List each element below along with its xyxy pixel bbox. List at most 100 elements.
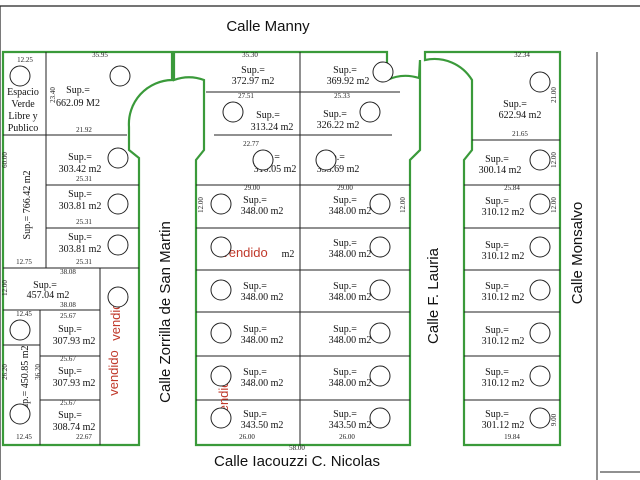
tree-circle [252, 149, 274, 171]
lot-area: 307.93 m2 [53, 336, 96, 347]
dimension-label: 22.77 [243, 140, 259, 148]
tree-circle [210, 365, 232, 387]
dimension-label: 36.20 [34, 364, 42, 380]
green-space-label-3: Libre y [8, 111, 37, 122]
tree-circle [369, 407, 391, 429]
lot-area: 457.04 m2 [27, 290, 70, 301]
dimension-label: 25.31 [76, 218, 92, 226]
dimension-label: 22.67 [76, 433, 92, 441]
street-right: Calle Monsalvo [569, 202, 586, 305]
lot-area: 333.69 m2 [317, 164, 360, 175]
dimension-label: 25.31 [76, 175, 92, 183]
lot-area: 310.12 m2 [482, 292, 525, 303]
dimension-label: 25.31 [76, 258, 92, 266]
lot-area: 343.50 m2 [329, 420, 372, 431]
dimension-label: 19.84 [504, 433, 520, 441]
lot-area: 310.05 m2 [254, 164, 297, 175]
lot-sup: Sup.= [241, 65, 265, 76]
dimension-label: 21.00 [550, 87, 558, 103]
tree-circle [107, 147, 129, 169]
green-space-label-1: Espacio [7, 87, 39, 98]
lot-sup: Sup.= [485, 325, 509, 336]
dimension-label: 9.00 [550, 413, 558, 426]
dimension-label: 12.45 [16, 310, 32, 318]
lot-sup: Sup.= [68, 152, 92, 163]
street-left-middle: Calle Zorrilla de San Martin [157, 221, 174, 403]
dimension-label: 12.00 [550, 152, 558, 168]
lot-area: 301.12 m2 [482, 420, 525, 431]
lot-sup: Sup.= [68, 189, 92, 200]
tree-circle [529, 236, 551, 258]
lot-sup: Sup.= [58, 366, 82, 377]
green-space-label-2: Verde [11, 99, 35, 110]
dimension-label: 12.00 [197, 197, 205, 213]
lot-area: 303.42 m2 [59, 164, 102, 175]
lot-sup: Sup.= [333, 324, 357, 335]
lot-area: 348.00 m2 [329, 292, 372, 303]
lot-area: 303.81 m2 [59, 244, 102, 255]
dimension-label: 26.00 [239, 433, 255, 441]
lot-sup: Sup.= [58, 324, 82, 335]
tree-circle [529, 193, 551, 215]
tree-circle [529, 279, 551, 301]
tree-circle [359, 101, 381, 123]
lot-area: 343.50 m2 [241, 420, 284, 431]
lot-sup: Sup.= [333, 65, 357, 76]
dimension-label: 26.20 [1, 364, 9, 380]
tree-circle [107, 193, 129, 215]
street-bottom: Calle Iacouzzi C. Nicolas [214, 453, 380, 470]
lot-sup: Sup.= [485, 409, 509, 420]
tree-circle [529, 322, 551, 344]
lot-area: 348.00 m2 [241, 335, 284, 346]
lot-sup: Sup.= [58, 410, 82, 421]
lot-area: Sup.= 450.85 m2 [20, 346, 31, 415]
lot-sup: Sup.= [33, 280, 57, 291]
dimension-label: 25.67 [60, 399, 76, 407]
tree-circle [529, 71, 551, 93]
lot-area: 622.94 m2 [499, 110, 542, 121]
dimension-label: 12.00 [399, 197, 407, 213]
lot-area: 310.12 m2 [482, 251, 525, 262]
street-right-middle: Calle F. Lauria [425, 247, 442, 344]
lot-area: 310.12 m2 [482, 336, 525, 347]
lot-area: 307.93 m2 [53, 378, 96, 389]
dimension-label: 25.84 [504, 184, 520, 192]
lot-area: 372.97 m2 [232, 76, 275, 87]
tree-circle [315, 149, 337, 171]
lot-area: 348.00 m2 [329, 206, 372, 217]
tree-circle [369, 365, 391, 387]
dimension-label: 12.75 [16, 258, 32, 266]
lot-sup: Sup.= [243, 324, 267, 335]
dimension-label: 12.25 [17, 56, 33, 64]
lot-area: 326.22 m2 [317, 120, 360, 131]
tree-circle [369, 236, 391, 258]
lot-sup: Sup.= [243, 409, 267, 420]
lot-sup: Sup.= [485, 240, 509, 251]
lot-sup: Sup.= [333, 409, 357, 420]
tree-circle [210, 322, 232, 344]
lot-area: 313.24 m2 [251, 122, 294, 133]
dimension-label: 58.00 [289, 444, 305, 452]
lot-area: 308.74 m2 [53, 422, 96, 433]
tree-circle [369, 322, 391, 344]
block-3 [423, 50, 562, 447]
lot-sup: Sup.= [66, 85, 90, 96]
tree-circle [210, 279, 232, 301]
lot-sup: Sup.= [333, 195, 357, 206]
lot-sup: Sup.= [333, 238, 357, 249]
dimension-label: 38.08 [60, 268, 76, 276]
dimension-label: 29.00 [244, 184, 260, 192]
dimension-label: 25.67 [60, 355, 76, 363]
block-1 [1, 50, 174, 447]
tree-circle [222, 101, 244, 123]
tree-circle [109, 65, 131, 87]
lot-sup: Sup.= [485, 154, 509, 165]
dimension-label: 21.65 [512, 130, 528, 138]
lot-sup: Sup.= [243, 195, 267, 206]
lot-area: 369.92 m2 [327, 76, 370, 87]
tree-circle [369, 279, 391, 301]
lot-sup: Sup.= [68, 232, 92, 243]
lot-area: 662.09 M2 [56, 98, 100, 109]
dimension-label: 29.00 [337, 184, 353, 192]
block-2-boundary [172, 50, 422, 447]
